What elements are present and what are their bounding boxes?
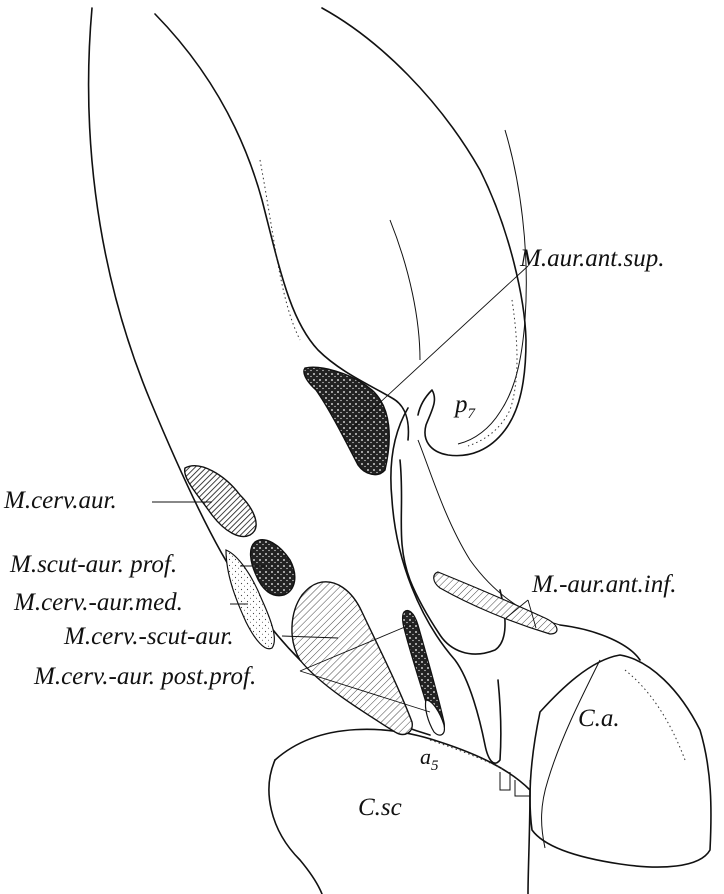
pinna-rim-inner <box>458 130 526 444</box>
canal-bottom <box>500 772 530 796</box>
label-cerv-aur-post-prof: M.cerv.-aur. post.prof. <box>33 663 256 690</box>
muscle-aur-ant-sup <box>304 367 389 474</box>
leader-aur-ant-sup <box>348 266 528 432</box>
ca-inner-line <box>542 660 600 848</box>
csc-outline <box>269 760 322 894</box>
pinna-inner-contour <box>155 14 408 440</box>
muscle-scut-aur-prof <box>251 540 295 596</box>
muscle-cerv-scut-aur <box>292 582 412 735</box>
ear-canal-top <box>560 625 640 660</box>
pinna-fold-line <box>390 220 420 360</box>
lower-stipple <box>430 740 505 770</box>
cervical-outline <box>275 729 530 894</box>
label-cerv-aur-med: M.cerv.-aur.med. <box>13 589 183 616</box>
ca-block <box>530 655 711 867</box>
label-p7: p7 <box>453 391 477 422</box>
label-a5: a5 <box>420 744 439 774</box>
label-aur-ant-inf: M.-aur.ant.inf. <box>531 571 676 598</box>
label-scut-aur-prof: M.scut-aur. prof. <box>9 551 177 578</box>
label-cerv-aur: M.cerv.aur. <box>3 487 117 514</box>
label-ca: C.a. <box>578 705 620 732</box>
label-cerv-scut-aur: M.cerv.-scut-aur. <box>63 623 234 650</box>
label-aur-ant-sup: M.aur.ant.sup. <box>519 245 664 272</box>
label-csc: C.sc <box>358 794 402 821</box>
ca-stipple <box>625 670 685 760</box>
pinna-stipple-line <box>260 160 300 340</box>
